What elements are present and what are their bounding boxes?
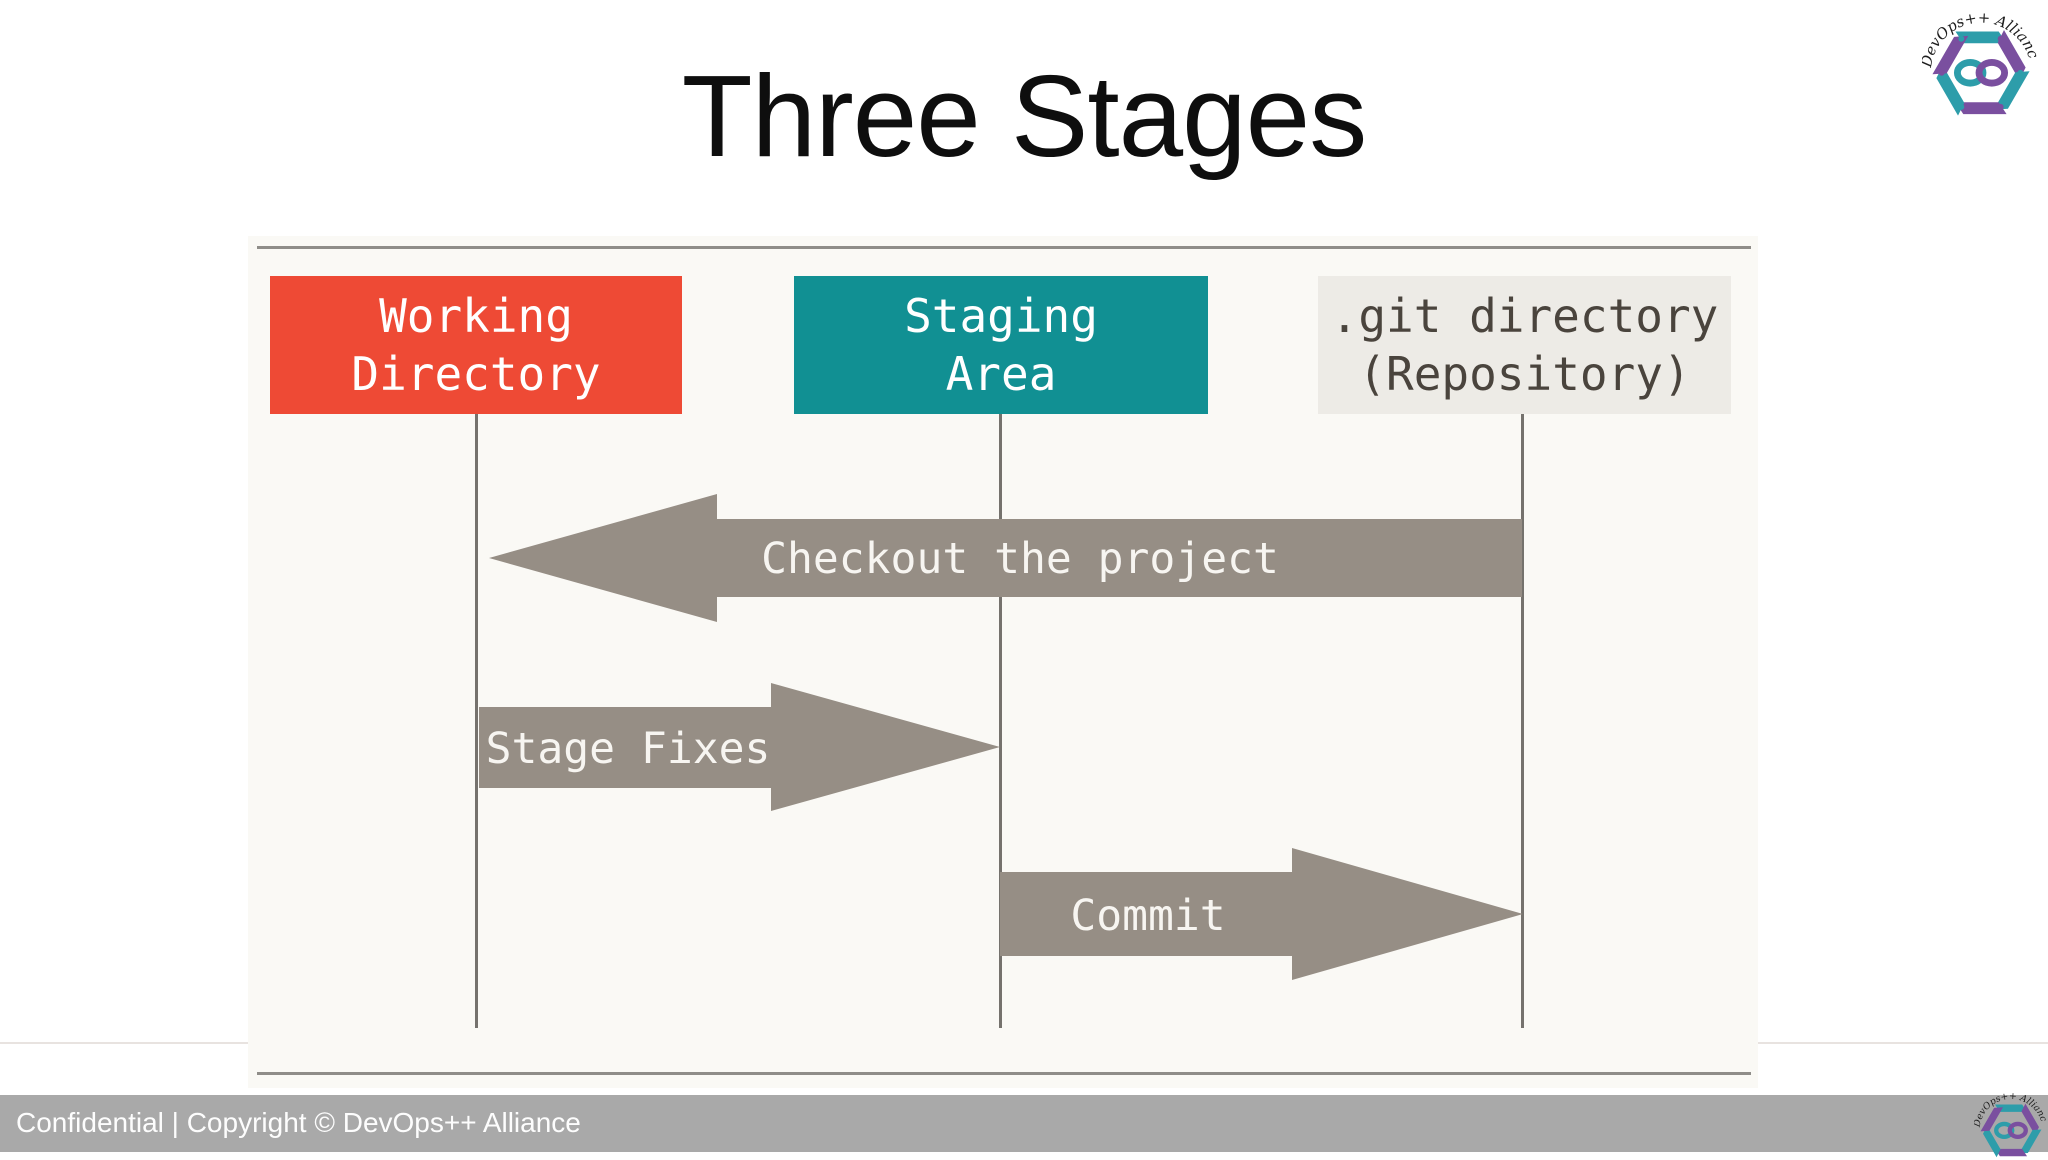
working-directory-label-line2: Directory <box>351 347 601 401</box>
devops-alliance-logo-small: DevOps++ Alliance <box>1974 1086 2048 1158</box>
git-directory-box: .git directory (Repository) <box>1318 276 1731 414</box>
diagram-top-border <box>257 246 1751 249</box>
aperture-icon <box>1932 30 2030 116</box>
footer-bar: Confidential | Copyright © DevOps++ Alli… <box>0 1095 2048 1152</box>
git-directory-label-line2: (Repository) <box>1358 347 1691 401</box>
checkout-arrow: Checkout the project <box>489 494 1522 622</box>
git-three-stages-diagram: Checkout the project Stage Fixes Commit … <box>248 236 1758 1088</box>
checkout-arrow-label: Checkout the project <box>761 534 1279 584</box>
staging-area-label-line1: Staging <box>904 289 1098 343</box>
staging-area-box: Staging Area <box>794 276 1208 414</box>
diagram-bottom-border <box>257 1072 1751 1075</box>
commit-arrow-label: Commit <box>1070 891 1225 941</box>
working-directory-label-line1: Working <box>379 289 573 343</box>
devops-alliance-logo: DevOps++ Alliance <box>1922 2 2040 116</box>
staging-area-label-line2: Area <box>945 347 1057 401</box>
working-directory-box: Working Directory <box>270 276 682 414</box>
stage-fixes-arrow: Stage Fixes <box>479 683 1000 811</box>
footer-text: Confidential | Copyright © DevOps++ Alli… <box>16 1107 581 1138</box>
commit-arrow: Commit <box>1000 848 1523 980</box>
aperture-icon <box>1980 1103 2042 1158</box>
infinity-icon <box>1953 59 2009 87</box>
page-title: Three Stages <box>681 51 1367 181</box>
stage-fixes-arrow-label: Stage Fixes <box>486 724 771 774</box>
git-directory-label-line1: .git directory <box>1330 289 1719 343</box>
infinity-icon <box>1994 1121 2028 1140</box>
diagram-flow-layer: Checkout the project Stage Fixes Commit <box>475 414 1524 1028</box>
